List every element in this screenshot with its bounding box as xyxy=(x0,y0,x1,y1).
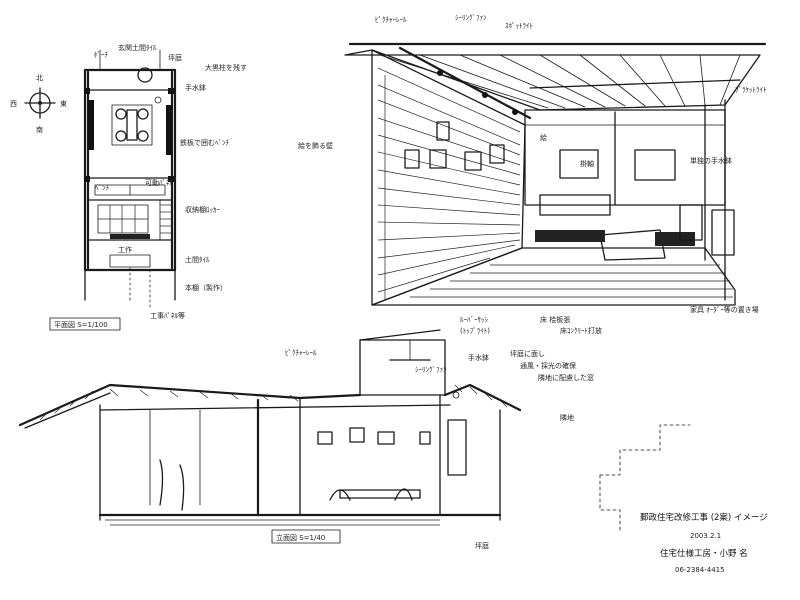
title-line-2: 2003.2.1 xyxy=(690,532,721,540)
persp-label-basin: 単独の手水鉢 xyxy=(690,156,732,165)
floor-section-hatch xyxy=(105,519,440,526)
persp-label-bracket: ﾌﾞﾗｹｯﾄﾗｲﾄ xyxy=(735,86,767,94)
section-label-window: 隣地に配慮した窓 xyxy=(538,373,594,382)
persp-label-floor-cedar: 床 桧板張 xyxy=(540,315,570,324)
back-picture-2 xyxy=(634,149,676,181)
plan-label-basin: 手水鉢 xyxy=(185,83,206,92)
picture-frame-5 xyxy=(489,144,505,164)
plan-label-entrance: 玄関土間ﾀｲﾙ xyxy=(118,43,157,52)
figure-1 xyxy=(159,459,164,506)
section-label-neighbor: 隣地 xyxy=(560,413,574,422)
section-label-garden-side: 坪庭に面し xyxy=(510,349,545,358)
left-wall-hatching xyxy=(377,67,521,300)
persp-label-floor-concrete: 床ｺﾝｸﾘｰﾄ打放 xyxy=(560,326,602,335)
persp-label-ceiling-fan: ｼｰﾘﾝｸﾞﾌｧﾝ xyxy=(455,14,487,22)
section-label-basin: 手水鉢 xyxy=(468,353,489,362)
back-picture-1 xyxy=(559,149,599,179)
plan-label-work: 工作 xyxy=(118,245,132,254)
section-label-fan: ｼｰﾘﾝｸﾞﾌｧﾝ xyxy=(415,366,447,374)
section-picture-2 xyxy=(349,427,365,443)
section-label-louver: ﾙｰﾊﾞｰｻｯｼ xyxy=(460,316,488,324)
section-label-ventilation: 通風・採光の確保 xyxy=(520,361,576,370)
title-line-3: 住宅仕様工房・小野 名 xyxy=(660,548,748,559)
section-elevation: ﾋﾟｸﾁｬｰﾚｰﾙ ﾙｰﾊﾞｰｻｯｼ (ﾄｯﾌﾟﾗｲﾄ) ｼｰﾘﾝｸﾞﾌｧﾝ 手… xyxy=(18,316,691,550)
picture-frame-1 xyxy=(436,121,450,141)
title-line-1: 郵政住宅改修工事 (2案) イメージ xyxy=(640,512,768,523)
compass-east: 東 xyxy=(60,99,67,108)
persp-label-furniture: 家具 ｵｰﾀﾞｰ等の置き場 xyxy=(690,305,759,314)
roof-hatch-right xyxy=(454,384,508,408)
seated-figure-1 xyxy=(329,489,351,501)
persp-label-picture: 絵 xyxy=(540,133,547,142)
compass: 北 南 東 西 xyxy=(10,74,67,134)
plan-caption: 平面図 S=1/100 xyxy=(54,321,108,329)
compass-north: 北 xyxy=(36,74,43,82)
tsuboniwa-circle xyxy=(137,67,153,83)
floor-plan: ﾎﾟｰﾁ 玄関土間ﾀｲﾙ 坪庭 大黒柱を残す 手水鉢 鉄板で囲むﾍﾞﾝﾁ ﾍﾞﾝ… xyxy=(49,43,247,331)
plan-label-bench-iron: 鉄板で囲むﾍﾞﾝﾁ xyxy=(180,138,229,147)
plan-label-pillar: 大黒柱を残す xyxy=(205,63,247,72)
persp-label-scroll: 掛軸 xyxy=(580,159,594,168)
persp-label-picture-wall: 絵を飾る壁 xyxy=(298,141,333,150)
plan-label-bookshelf: 本棚（製作） xyxy=(185,283,227,292)
plan-label-panels: 工事ﾊﾟﾈﾙ等 xyxy=(150,311,185,320)
section-caption: 立面図 S=1/40 xyxy=(276,533,325,542)
section-label-tsuboniwa: 坪庭 xyxy=(475,541,489,550)
section-label-toplight: (ﾄｯﾌﾟﾗｲﾄ) xyxy=(460,327,490,335)
plan-label-floor-tile: 土間ﾀｲﾙ xyxy=(185,255,210,264)
interior-perspective: ﾋﾟｸﾁｬｰﾚｰﾙ ｼｰﾘﾝｸﾞﾌｧﾝ ｽﾎﾟｯﾄﾗｲﾄ ﾌﾞﾗｹｯﾄﾗｲﾄ 絵… xyxy=(298,14,767,335)
seated-figure-2 xyxy=(394,488,413,501)
plan-label-panel: 可動ﾊﾟﾈﾙ xyxy=(145,178,173,187)
persp-label-spotlight: ｽﾎﾟｯﾄﾗｲﾄ xyxy=(505,22,533,30)
compass-west: 西 xyxy=(10,100,17,108)
compass-south: 南 xyxy=(36,125,43,134)
plan-label-porch: ﾎﾟｰﾁ xyxy=(94,51,108,59)
plan-label-bench: ﾍﾞﾝﾁ xyxy=(95,184,109,192)
plan-label-tsuboniwa: 坪庭 xyxy=(168,53,182,62)
plan-label-locker: 収納棚ﾛｯｶｰ xyxy=(185,205,220,214)
section-picture-3 xyxy=(377,431,395,445)
picture-frame-3 xyxy=(429,149,447,169)
title-block: 郵政住宅改修工事 (2案) イメージ 2003.2.1 住宅仕様工房・小野 名 … xyxy=(640,512,768,574)
picture-frame-2 xyxy=(404,149,420,169)
section-picture-1 xyxy=(317,431,333,445)
floor-hatching xyxy=(410,264,733,298)
persp-label-picture-rail: ﾋﾟｸﾁｬｰﾚｰﾙ xyxy=(375,16,407,24)
section-label-picture-rail: ﾋﾟｸﾁｬｰﾚｰﾙ xyxy=(285,349,317,357)
section-picture-4 xyxy=(419,431,431,445)
title-line-4: 06-2384-4415 xyxy=(675,566,725,574)
figure-2 xyxy=(179,464,185,511)
roof-hatch-left xyxy=(39,388,299,421)
picture-frame-4 xyxy=(464,151,482,171)
